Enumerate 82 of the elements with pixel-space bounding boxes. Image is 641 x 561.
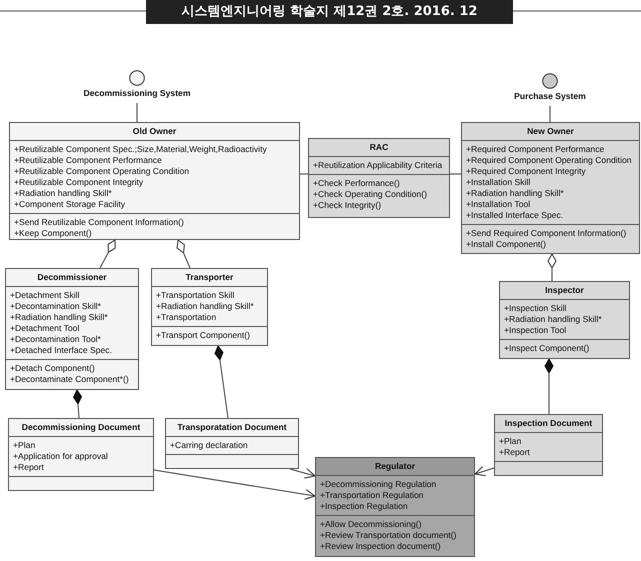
attribute-text: +Reutilizable Component Spec.;Size,Material,Weight,Radioactivity [14, 144, 267, 155]
class-box [499, 281, 630, 359]
system-label: Purchase System [513, 91, 587, 101]
attribute-text: +Decontamination Skill* [10, 301, 101, 312]
attribute-text: +Installation Tool [466, 199, 530, 210]
attribute-text: +Decontamination Tool* [10, 334, 101, 345]
operation-text: +Install Component() [466, 239, 546, 250]
attribute-text: +Reutilizable Component Operating Condition [14, 166, 190, 177]
class-name: Decommissioner [6, 269, 138, 287]
operation-text: +Transport Component() [156, 330, 250, 341]
attribute-text: +Installation Skill [466, 177, 530, 188]
class-name: Inspection Document [495, 415, 602, 433]
operation-text: +Check Performance() [313, 178, 400, 189]
dependency-arrow [154, 470, 316, 500]
system-label: Decommissioning System [82, 88, 192, 98]
operation-text: +Send Reutilizable Component Information() [14, 217, 184, 228]
attribute-text: +Report [13, 462, 44, 473]
attribute-text: +Required Component Integrity [466, 166, 586, 177]
class-name: RAC [309, 139, 449, 157]
operation-text: +Detach Component() [10, 363, 95, 374]
association-line [214, 346, 228, 418]
association-line [548, 254, 556, 282]
dependency-arrow [474, 466, 494, 476]
association-line [544, 358, 554, 414]
class-name: Inspector [500, 282, 629, 300]
attribute-text: +Reutilization Applicability Criteria [313, 160, 442, 171]
operation-text: +Review Inspection document() [320, 541, 441, 552]
operation-text: +Check Operating Condition() [313, 189, 427, 200]
class-name: Transporatation Document [166, 419, 298, 437]
class-name: Old Owner [10, 123, 299, 141]
class-box [151, 268, 268, 346]
journal-header-band: 시스템엔지니어링 학술지 제12권 2호. 2016. 12 [146, 0, 513, 24]
attribute-text: +Application for approval [13, 451, 108, 462]
association-line [136, 102, 138, 122]
class-box [461, 122, 640, 254]
attribute-text: +Plan [13, 440, 36, 451]
attribute-text: +Installed Interface Spec. [466, 210, 564, 221]
attribute-text: +Report [499, 447, 530, 458]
association-line [73, 390, 82, 418]
attribute-text: +Radiation handling Skill* [504, 314, 602, 325]
class-name: Transporter [152, 269, 267, 287]
attribute-text: +Radiation handling Skill* [156, 301, 254, 312]
operation-text: +Review Transportation document() [320, 530, 456, 541]
operation-text: +Keep Component() [14, 228, 92, 239]
class-name: Regulator [316, 458, 474, 476]
attribute-text: +Inspection Skill [504, 303, 566, 314]
class-name: Decommissioning Document [9, 419, 153, 437]
operation-text: +Allow Decommissioning() [320, 519, 422, 530]
operation-text: +Check Integrity() [313, 200, 382, 211]
class-box [9, 122, 300, 240]
attribute-text: +Detached Interface Spec. [10, 345, 112, 356]
class-box [8, 418, 154, 491]
attribute-text: +Detachment Skill [10, 290, 80, 301]
attribute-text: +Reutilizable Component Performance [14, 155, 162, 166]
class-box [308, 138, 450, 218]
dependency-arrow [290, 468, 316, 479]
attribute-text: +Radiation handling Skill* [14, 188, 112, 199]
operation-text: +Decontaminate Component*() [10, 374, 129, 385]
attribute-text: +Transportation [156, 312, 216, 323]
attribute-text: +Carring declaration [170, 440, 248, 451]
operation-text: +Send Required Component Information() [466, 228, 626, 239]
attribute-text: +Decommissioning Regulation [320, 479, 436, 490]
class-box [315, 457, 475, 557]
class-box [165, 418, 299, 469]
class-box [5, 268, 139, 390]
association-line [100, 240, 116, 268]
attribute-text: +Transportation Skill [156, 290, 234, 301]
attribute-text: +Radiation handling Skill* [10, 312, 108, 323]
attribute-text: +Required Component Performance [466, 144, 604, 155]
operation-text: +Inspect Component() [504, 343, 590, 354]
attribute-text: +Radiation handling Skill* [466, 188, 564, 199]
attribute-text: +Inspection Tool [504, 325, 566, 336]
attribute-text: +Detachment Tool [10, 323, 80, 334]
association-line [176, 240, 190, 268]
attribute-text: +Transportation Regulation [320, 490, 424, 501]
class-box [494, 414, 603, 476]
attribute-text: +Reutilizable Component Integrity [14, 177, 144, 188]
attribute-text: +Required Component Operating Condition [466, 155, 632, 166]
attribute-text: +Plan [499, 436, 522, 447]
attribute-text: +Inspection Regulation [320, 501, 408, 512]
class-name: New Owner [462, 123, 639, 141]
attribute-text: +Component Storage Facility [14, 199, 126, 210]
